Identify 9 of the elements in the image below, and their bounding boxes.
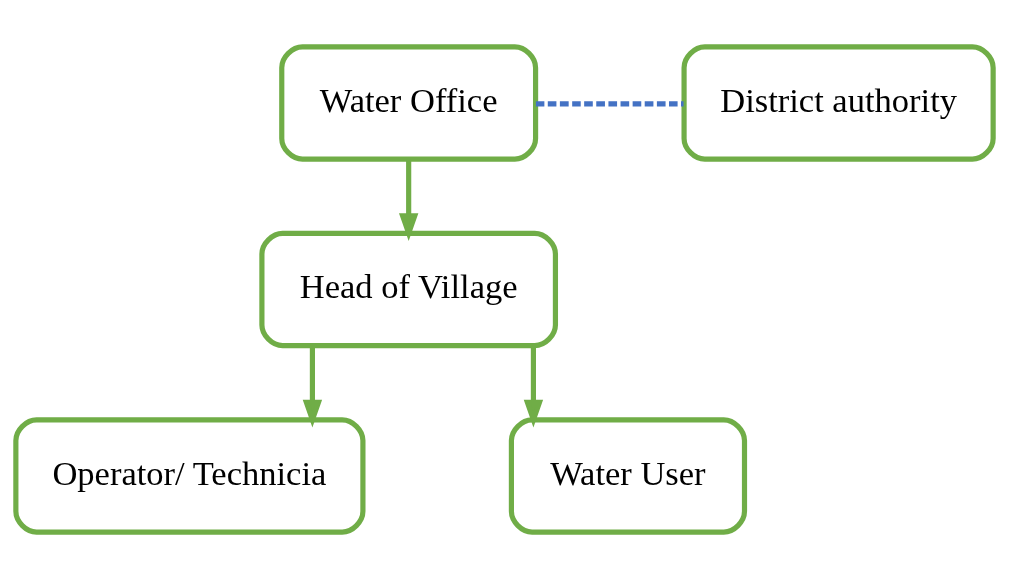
node-box: Head of Village — [259, 230, 559, 348]
node-box: Water User — [508, 416, 748, 535]
connector — [535, 100, 684, 106]
arrow — [302, 345, 323, 428]
arrow — [399, 159, 419, 241]
node-box: Operator/ Technicia — [13, 416, 366, 535]
node-box: Water Office — [279, 43, 539, 162]
arrow — [523, 345, 544, 428]
node-box: District authority — [681, 43, 996, 162]
